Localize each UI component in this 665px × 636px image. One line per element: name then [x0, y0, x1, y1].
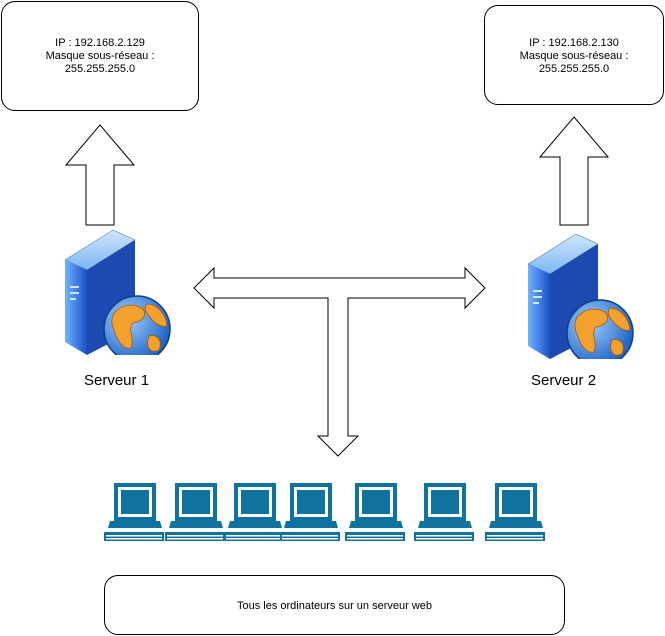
workstation-icon [345, 483, 405, 541]
server-2-mask-label: Masque sous-réseau : [519, 50, 629, 62]
clients-caption-box: Tous les ordinateurs sur un serveur web [104, 575, 565, 635]
arrow-up-server-2 [538, 116, 610, 226]
web-server-icon [528, 234, 634, 359]
workstation-icon [280, 483, 340, 541]
server-1-mask-label: Masque sous-réseau : [45, 50, 155, 62]
workstation-group [104, 483, 545, 541]
workstation-icon [165, 483, 225, 541]
t-connector-arrow [193, 266, 486, 457]
workstation-icon [224, 483, 284, 541]
server-2-info-box: IP : 192.168.2.130 Masque sous-réseau : … [484, 5, 664, 105]
server-2-ip: IP : 192.168.2.130 [529, 37, 619, 49]
clients-caption: Tous les ordinateurs sur un serveur web [236, 600, 433, 612]
workstation-icon [414, 483, 474, 541]
workstation-icon [104, 483, 164, 541]
server-2-mask-value: 255.255.255.0 [538, 63, 610, 75]
web-server-icon [65, 230, 171, 355]
server-1-ip: IP : 192.168.2.129 [55, 37, 145, 49]
server-1-label: Serveur 1 [84, 372, 150, 389]
server-1-mask-value: 255.255.255.0 [64, 63, 136, 75]
server-1-info-box: IP : 192.168.2.129 Masque sous-réseau : … [1, 1, 199, 111]
arrow-up-server-1 [64, 124, 136, 226]
workstation-icon [485, 483, 545, 541]
server-2-label: Serveur 2 [531, 372, 597, 389]
